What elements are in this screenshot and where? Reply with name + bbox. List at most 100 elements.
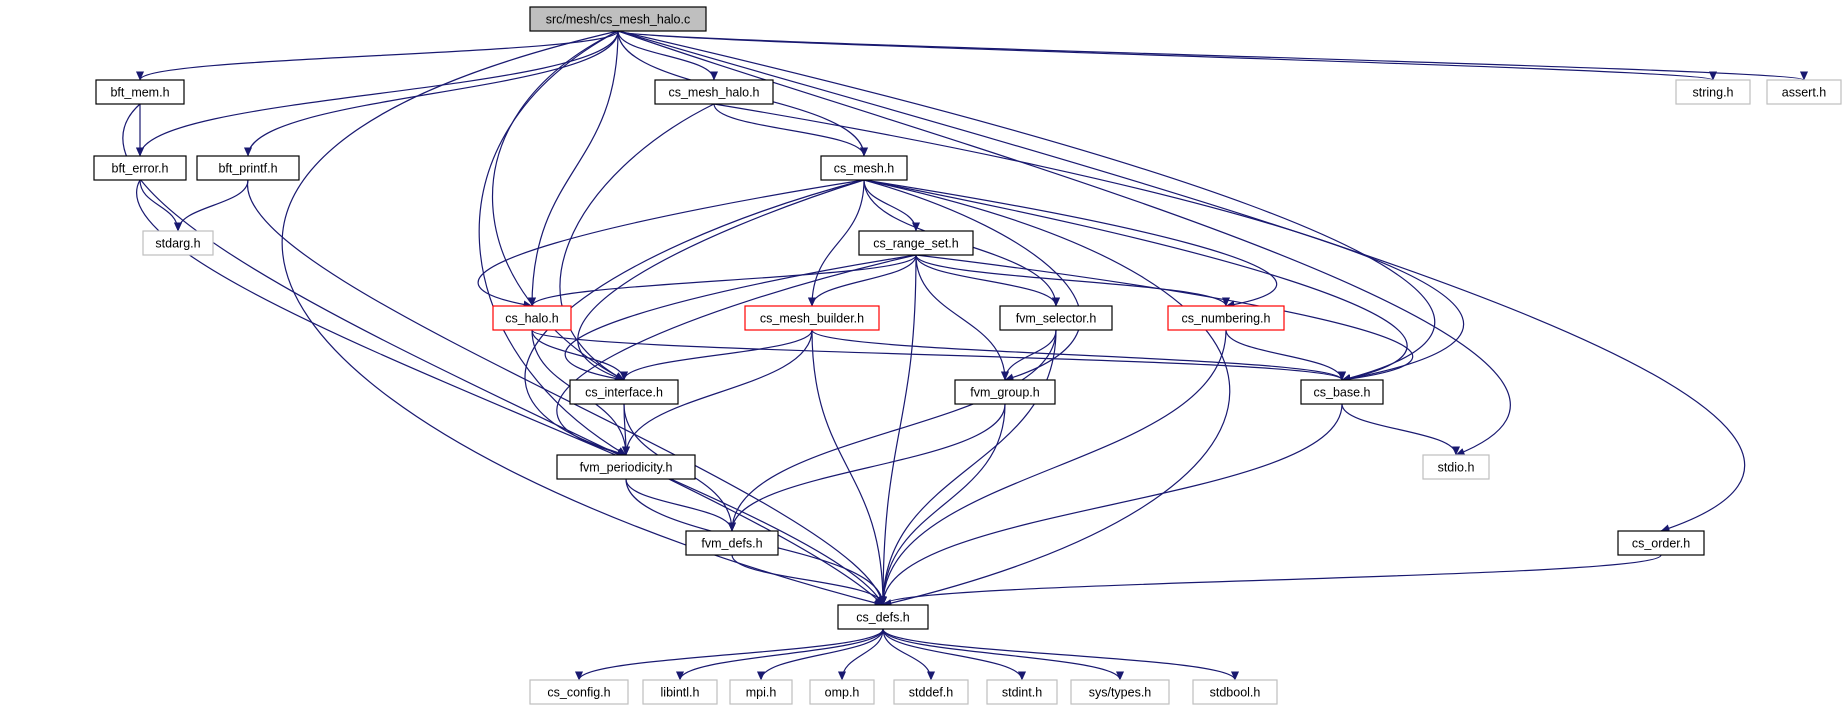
edge-bft_error-to-stdarg: [139, 179, 183, 232]
node-label: bft_printf.h: [218, 161, 277, 175]
edge-root-to-assert: [617, 30, 1808, 81]
edge-cs_defs-to-sys_types: [882, 628, 1124, 681]
edge-cs_range_set-to-fvm_periodicity: [556, 254, 917, 457]
edge-cs_numbering-to-cs_defs: [878, 329, 1227, 606]
node-cs-interface[interactable]: cs_interface.h: [569, 379, 679, 405]
edge-cs_mesh-to-cs_defs: [863, 179, 1231, 607]
node-fvm-selector[interactable]: fvm_selector.h: [999, 305, 1113, 331]
node-cs-numbering[interactable]: cs_numbering.h: [1167, 305, 1285, 331]
node-fvm-group[interactable]: fvm_group.h: [954, 379, 1056, 405]
node-assert: assert.h: [1766, 79, 1842, 105]
node-cs-mesh-builder[interactable]: cs_mesh_builder.h: [744, 305, 880, 331]
node-sys-types: sys/types.h: [1070, 679, 1170, 705]
node-label: fvm_defs.h: [701, 536, 762, 550]
node-label: cs_order.h: [1632, 536, 1690, 550]
edge-cs_defs-to-mpi: [756, 628, 884, 681]
node-label: sys/types.h: [1089, 685, 1152, 699]
node-cs-halo[interactable]: cs_halo.h: [492, 305, 572, 331]
node-label: stdio.h: [1438, 460, 1475, 474]
edge-cs_range_set-to-cs_defs: [878, 254, 917, 606]
edge-cs_range_set-to-cs_mesh_builder: [807, 254, 917, 307]
node-stddef: stddef.h: [893, 679, 969, 705]
edge-cs_base-to-stdio: [1341, 403, 1461, 456]
edge-cs_mesh-to-cs_range_set: [863, 179, 921, 232]
edge-cs_mesh-to-cs_interface: [577, 179, 865, 382]
node-label: cs_base.h: [1314, 385, 1371, 399]
node-label: stddef.h: [909, 685, 954, 699]
node-cs-config: cs_config.h: [529, 679, 629, 705]
edge-cs_defs-to-libintl: [676, 628, 884, 681]
node-label: src/mesh/cs_mesh_halo.c: [546, 12, 691, 26]
edge-fvm_defs-to-cs_defs: [731, 554, 887, 606]
edge-root-to-cs_interface: [492, 30, 625, 381]
edge-cs_numbering-to-cs_base: [1225, 329, 1347, 381]
node-label: cs_halo.h: [505, 311, 559, 325]
edge-cs_defs-to-stdint: [882, 628, 1027, 681]
node-label: cs_mesh_halo.h: [668, 85, 759, 99]
edge-root-to-bft_printf: [244, 30, 619, 157]
edge-root-to-cs_halo: [527, 30, 619, 307]
node-bft-error[interactable]: bft_error.h: [93, 155, 187, 181]
node-stdio: stdio.h: [1422, 454, 1490, 480]
edge-cs_defs-to-omp: [837, 628, 884, 681]
node-stdarg: stdarg.h: [142, 230, 214, 256]
edge-cs_mesh_builder-to-cs_base: [811, 329, 1346, 381]
edge-cs_mesh_halo-to-cs_interface: [559, 103, 715, 381]
edge-cs_order-to-cs_defs: [879, 554, 1662, 606]
node-label: fvm_group.h: [970, 385, 1040, 399]
edge-root-to-string: [617, 30, 1717, 81]
edge-root-to-bft_mem: [136, 30, 619, 81]
node-label: cs_range_set.h: [873, 236, 959, 250]
edge-cs_mesh-to-cs_mesh_builder: [807, 179, 865, 307]
node-stdint: stdint.h: [986, 679, 1058, 705]
node-bft-mem[interactable]: bft_mem.h: [95, 79, 185, 105]
node-cs-mesh-halo[interactable]: cs_mesh_halo.h: [654, 79, 774, 105]
edge-root-to-bft_error: [136, 30, 619, 157]
node-cs-defs[interactable]: cs_defs.h: [837, 604, 929, 630]
edge-root-to-cs_base: [617, 30, 1436, 382]
edge-fvm_periodicity-to-fvm_defs: [625, 478, 737, 532]
edge-cs_range_set-to-cs_numbering: [915, 254, 1230, 307]
node-cs-range-set[interactable]: cs_range_set.h: [858, 230, 974, 256]
node-cs-order[interactable]: cs_order.h: [1617, 530, 1705, 556]
node-cs-base[interactable]: cs_base.h: [1300, 379, 1384, 405]
edge-fvm_group-to-fvm_defs: [727, 403, 1006, 532]
edge-root-to-cs_defs: [281, 30, 884, 607]
node-label: bft_error.h: [112, 161, 169, 175]
node-label: omp.h: [825, 685, 860, 699]
edge-root-to-stdio: [617, 30, 1511, 456]
edge-root-to-cs_mesh_halo: [617, 30, 719, 81]
edge-root-to-cs_order: [617, 30, 1746, 533]
edge-cs_defs-to-stddef: [882, 628, 936, 681]
edge-cs_halo-to-cs_base: [531, 329, 1346, 381]
edge-cs_defs-to-cs_config: [575, 628, 884, 681]
edge-cs_range_set-to-cs_base: [915, 254, 1414, 383]
edge-fvm_selector-to-fvm_defs: [727, 329, 1057, 532]
node-label: stdbool.h: [1210, 685, 1261, 699]
edge-cs_mesh_halo-to-cs_mesh: [713, 103, 869, 157]
node-label: cs_mesh.h: [834, 161, 894, 175]
edge-fvm_selector-to-cs_defs: [878, 329, 1057, 606]
node-label: cs_mesh_builder.h: [760, 311, 864, 325]
node-fvm-periodicity[interactable]: fvm_periodicity.h: [556, 454, 696, 480]
edge-cs_range_set-to-cs_interface: [564, 254, 917, 383]
node-cs-mesh[interactable]: cs_mesh.h: [820, 155, 908, 181]
edge-root-to-fvm_periodicity: [478, 30, 627, 456]
node-omp: omp.h: [809, 679, 875, 705]
node-label: string.h: [1693, 85, 1734, 99]
node-label: cs_interface.h: [585, 385, 663, 399]
node-root[interactable]: src/mesh/cs_mesh_halo.c: [529, 6, 707, 32]
dependency-edges: [122, 30, 1808, 681]
edge-cs_mesh_builder-to-cs_defs: [811, 329, 888, 606]
edge-cs_base-to-cs_defs: [878, 403, 1343, 606]
edge-cs_mesh-to-cs_halo: [477, 179, 865, 309]
node-label: libintl.h: [661, 685, 700, 699]
edge-cs_mesh_builder-to-fvm_periodicity: [621, 329, 813, 456]
node-fvm-defs[interactable]: fvm_defs.h: [685, 530, 779, 556]
edge-cs_mesh-to-cs_base: [863, 179, 1408, 383]
node-bft-printf[interactable]: bft_printf.h: [196, 155, 300, 181]
edge-fvm_group-to-cs_defs: [878, 403, 1006, 606]
node-label: stdint.h: [1002, 685, 1042, 699]
node-label: mpi.h: [746, 685, 777, 699]
